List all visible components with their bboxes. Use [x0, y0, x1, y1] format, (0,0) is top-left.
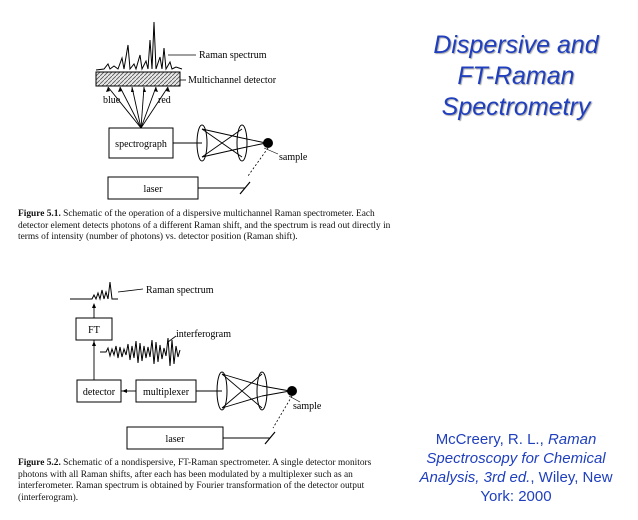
fig1-raman-spectrum-label: Raman spectrum: [199, 50, 267, 61]
figure-2-caption: Figure 5.2. Schematic of a nondispersive…: [18, 458, 398, 504]
slide-title: Dispersive and FT-Raman Spectrometry: [408, 30, 624, 123]
figure-1-caption-text: Schematic of the operation of a dispersi…: [18, 209, 391, 242]
slide-title-line-2: FT-Raman: [457, 62, 575, 90]
fig2-lens-1: [216, 371, 228, 411]
citation-publisher: , Wiley, New: [530, 469, 613, 486]
citation: McCreery, R. L., Raman Spectroscopy for …: [410, 430, 622, 506]
fig2-multiplexer-label: multiplexer: [143, 387, 190, 398]
fig1-laser-label: laser: [144, 184, 164, 195]
fig1-lens-2: [236, 124, 248, 162]
fig2-collection-optics: [196, 373, 291, 409]
fig1-lens-1: [196, 124, 208, 162]
fig2-lens-2: [256, 371, 268, 411]
fig1-collection-optics: [173, 128, 267, 158]
spectrograph-box: [108, 127, 174, 159]
fig2-laser-label: laser: [166, 434, 186, 445]
figure-2: Raman spectrum FT interferogram detector…: [70, 281, 322, 450]
multichannel-detector: [95, 71, 181, 87]
fig2-ft-label: FT: [88, 325, 100, 336]
figure-2-caption-title: Figure 5.2.: [18, 458, 61, 468]
slide-title-line-1: Dispersive and: [433, 31, 599, 59]
fig1-sample-label: sample: [279, 152, 308, 163]
fig1-spectrograph-label: spectrograph: [115, 139, 167, 150]
figure-2-caption-text: Schematic of a nondispersive, FT-Raman s…: [18, 458, 372, 503]
fig2-sample-label: sample: [293, 401, 322, 412]
figure-1: Raman spectrum Multichannel detector blu…: [95, 21, 308, 200]
fig1-sample-dot: [263, 138, 273, 148]
fig2-sample-dot: [287, 386, 297, 396]
citation-place-year: York: 2000: [480, 488, 552, 505]
fig1-raman-spectrum-trace: [95, 21, 183, 71]
dispersed-rays: [107, 86, 169, 129]
fig2-interferogram-label: interferogram: [176, 329, 231, 340]
figure-1-caption: Figure 5.1. Schematic of the operation o…: [18, 209, 398, 244]
slide-title-line-3: Spectrometry: [441, 93, 591, 121]
fig2-raman-spectrum-trace: [70, 281, 118, 301]
fig1-detector-label: Multichannel detector: [188, 75, 277, 86]
figure-1-caption-title: Figure 5.1.: [18, 209, 61, 219]
citation-title-part-1: Raman: [547, 431, 597, 448]
citation-title-part-2: Spectroscopy for Chemical: [426, 450, 606, 467]
citation-title-part-3: Analysis, 3rd ed.: [419, 469, 531, 486]
citation-author: McCreery, R. L.,: [435, 431, 548, 448]
fig1-red-label: red: [158, 95, 171, 106]
fig1-blue-label: blue: [103, 95, 121, 106]
fig2-raman-spectrum-label: Raman spectrum: [146, 285, 214, 296]
interferogram-trace: [100, 337, 181, 367]
fig2-detector-label: detector: [83, 387, 116, 398]
